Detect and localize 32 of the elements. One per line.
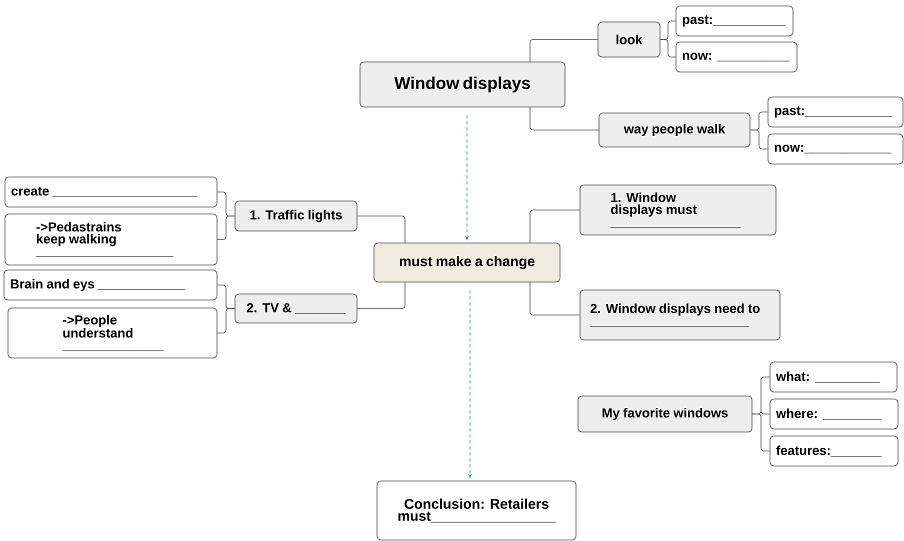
branch-box: 2. Window displays need to ______________________ (580, 290, 780, 340)
branch-box: way people walk (598, 112, 750, 148)
topic-box: Window displays (360, 62, 566, 108)
connector-line (750, 130, 768, 150)
answer-box: features:_______ (770, 436, 898, 466)
connector-line (530, 107, 599, 130)
connector-line (530, 39, 598, 62)
answer-box: ->Pedastrains keep walking ___________________ (4, 214, 218, 266)
answer-box: now:____________ (768, 134, 904, 164)
answer-box: what: _________ (770, 362, 898, 392)
answer-box: past:__________ (676, 6, 794, 36)
answer-box: past:____________ (768, 96, 904, 128)
answer-box: ->People understand ______________ (8, 308, 218, 358)
connector-line (217, 308, 235, 334)
answer-box: Brain and eys ____________ (4, 270, 218, 300)
central-topic-box: must make a change (374, 242, 560, 282)
branch-box: 1. Traffic lights (234, 200, 358, 232)
topic-box: My favorite windows (578, 396, 752, 432)
branch-box: look (598, 22, 660, 58)
branch-box: 2. TV & _______ (234, 294, 358, 324)
connector-line (752, 414, 770, 452)
answer-box: create ____________________ (4, 176, 218, 208)
connector-line (357, 282, 406, 309)
branch-box: 1. Window displays must __________________ (580, 184, 776, 236)
connector-line (530, 210, 580, 243)
answer-box: now: __________ (676, 42, 798, 72)
connector-line (357, 216, 406, 243)
answer-box: where: ________ (770, 398, 898, 430)
connector-line (660, 39, 676, 58)
connector-line (217, 216, 235, 240)
connector-line (530, 282, 580, 316)
conclusion-box: Conclusion: Retailers must________________ (376, 480, 576, 540)
